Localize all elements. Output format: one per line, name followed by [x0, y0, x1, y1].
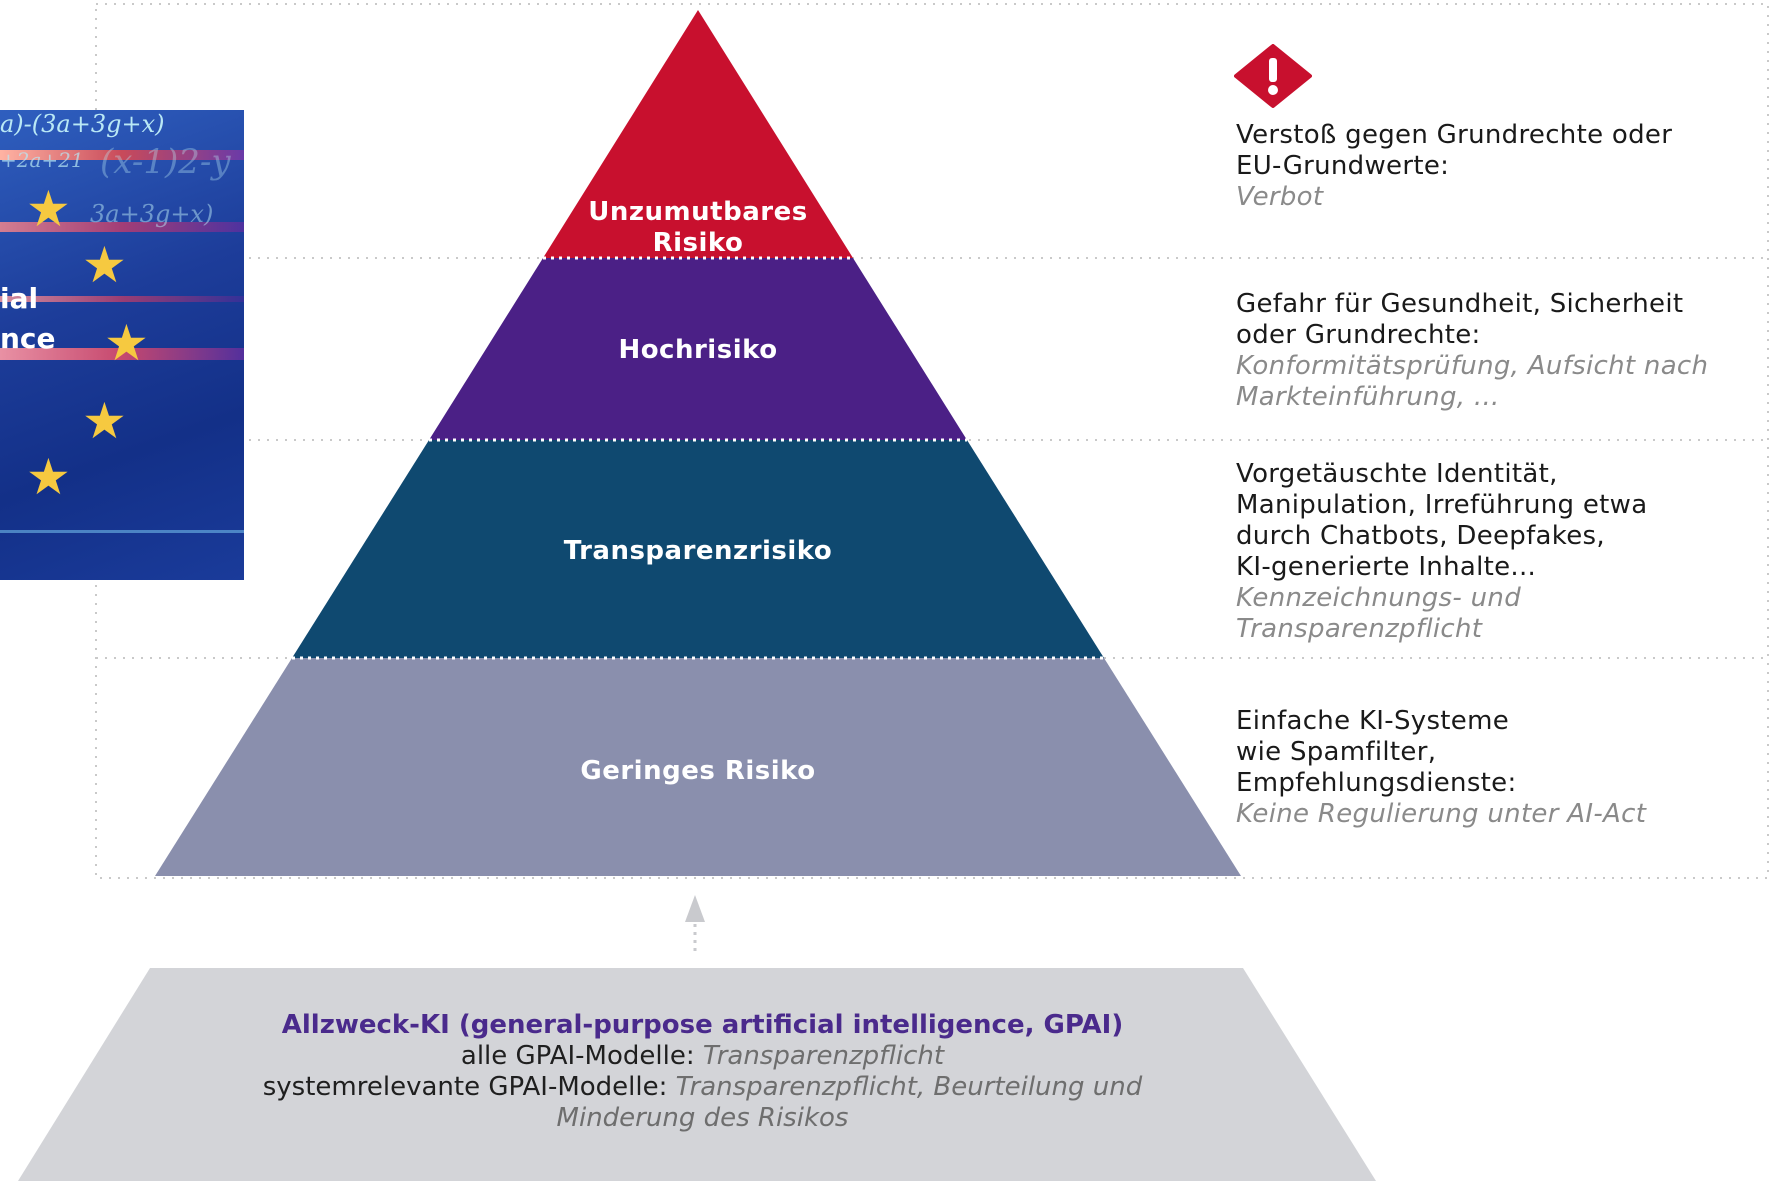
regulatory-measure: Verbot: [1236, 182, 1324, 212]
image-text-fragment: ial: [0, 282, 39, 315]
gpai-text-block: Allzweck-KI (general-purpose artificial …: [120, 1010, 1285, 1134]
eu-star-icon: ★: [26, 448, 71, 506]
regulatory-measure: Keine Regulierung unter AI-Act: [1236, 799, 1647, 829]
description-text: Einfache KI-Systeme wie Spamfilter, Empf…: [1236, 706, 1517, 798]
eu-star-icon: ★: [82, 392, 127, 450]
image-text-fragment: nce: [0, 322, 56, 355]
math-formula: 3a+3g+x): [90, 200, 214, 228]
tier-description-unacceptable: Verstoß gegen Grundrechte oder EU-Grundw…: [1236, 120, 1672, 213]
gpai-line-measure: Transparenzpflicht, Beurteilung und: [675, 1072, 1143, 1102]
gpai-base: [18, 968, 1376, 1181]
light-streak: [0, 348, 244, 360]
math-formula: +2a+21: [0, 148, 84, 172]
math-formula: a)-(3a+3g+x): [0, 110, 165, 138]
gpai-line-prefix: alle GPAI-Modelle:: [460, 1041, 703, 1071]
tier-unacceptable-risk: [543, 10, 853, 258]
tier-description-high-risk: Gefahr für Gesundheit, Sicherheit oder G…: [1236, 289, 1708, 413]
light-streak: [0, 150, 244, 160]
tier-description-transparency: Vorgetäuschte Identität, Manipulation, I…: [1236, 459, 1647, 645]
eu-ai-image: a)-(3a+3g+x) +2a+21 (x-1)2-y 3a+3g+x) ia…: [0, 110, 244, 580]
tier-low-risk: [155, 658, 1241, 876]
light-streak: [0, 296, 244, 302]
eu-star-icon: ★: [82, 236, 127, 294]
tier-label-transparency: Transparenzrisiko: [563, 536, 833, 566]
gpai-line-measure: Transparenzpflicht: [702, 1041, 945, 1071]
tier-transparency-risk: [292, 440, 1104, 658]
gpai-line-prefix: systemrelevante GPAI-Modelle:: [262, 1072, 676, 1102]
tier-description-low-risk: Einfache KI-Systeme wie Spamfilter, Empf…: [1236, 706, 1646, 830]
math-formula: (x-1)2-y: [100, 142, 231, 182]
gpai-title: Allzweck-KI (general-purpose artificial …: [281, 1010, 1124, 1040]
description-text: Gefahr für Gesundheit, Sicherheit oder G…: [1236, 289, 1684, 350]
regulatory-measure: Kennzeichnungs- und Transparenzpflicht: [1236, 583, 1522, 644]
gpai-line-systemic-models: systemrelevante GPAI-Modelle: Transparen…: [120, 1072, 1285, 1103]
gpai-line-measure: Minderung des Risikos: [556, 1103, 849, 1133]
light-streak: [0, 530, 244, 533]
tier-label-low-risk: Geringes Risiko: [580, 756, 816, 786]
eu-star-icon: ★: [104, 314, 149, 372]
light-streak: [0, 222, 244, 232]
description-text: Verstoß gegen Grundrechte oder EU-Grundw…: [1236, 120, 1673, 181]
gpai-line-continuation: Minderung des Risikos: [120, 1103, 1285, 1134]
up-arrow-icon: [685, 895, 705, 922]
eu-star-icon: ★: [26, 180, 71, 238]
description-text: Vorgetäuschte Identität, Manipulation, I…: [1236, 459, 1648, 582]
regulatory-measure: Konformitätsprüfung, Aufsicht nach Markt…: [1236, 351, 1709, 412]
tier-label-unacceptable: Unzumutbares Risiko: [588, 197, 808, 258]
tier-label-high-risk: Hochrisiko: [618, 335, 778, 365]
tier-high-risk: [429, 258, 967, 440]
warning-diamond-icon: [1234, 44, 1312, 108]
gpai-line-all-models: alle GPAI-Modelle: Transparenzpflicht: [120, 1041, 1285, 1072]
